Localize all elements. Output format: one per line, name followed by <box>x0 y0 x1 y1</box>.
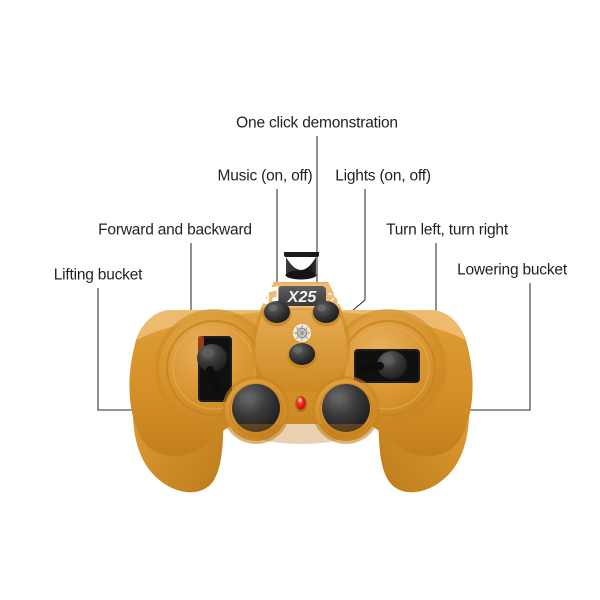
lights-button[interactable] <box>311 301 341 327</box>
label-turn-left-turn-right: Turn left, turn right <box>386 221 508 239</box>
label-lifting-bucket: Lifting bucket <box>53 266 143 284</box>
body-bottom-shade <box>236 424 366 444</box>
label-music-on-off: Music (on, off) <box>217 167 313 185</box>
center-panel: X25 <box>251 283 351 392</box>
remote-controller: X25 <box>110 252 492 502</box>
music-note-icon <box>262 286 279 304</box>
label-one-click-demonstration: One click demonstration <box>236 114 398 132</box>
left-lever-knob[interactable] <box>197 344 227 392</box>
left-thumbstick[interactable] <box>222 376 290 444</box>
music-button[interactable] <box>262 301 292 327</box>
label-lights-on-off: Lights (on, off) <box>335 167 431 185</box>
demo-button[interactable] <box>287 343 317 369</box>
label-forward-and-backward: Forward and backward <box>98 221 252 239</box>
target-icon <box>293 324 311 342</box>
label-lowering-bucket: Lowering bucket <box>457 261 567 279</box>
antenna <box>284 252 319 280</box>
brand-plate: X25 <box>278 286 326 306</box>
right-thumbstick[interactable] <box>312 376 380 444</box>
power-led <box>295 396 307 412</box>
light-bulb-icon <box>327 283 349 305</box>
brand-text: X25 <box>287 289 318 306</box>
right-lever-knob[interactable] <box>358 351 407 379</box>
